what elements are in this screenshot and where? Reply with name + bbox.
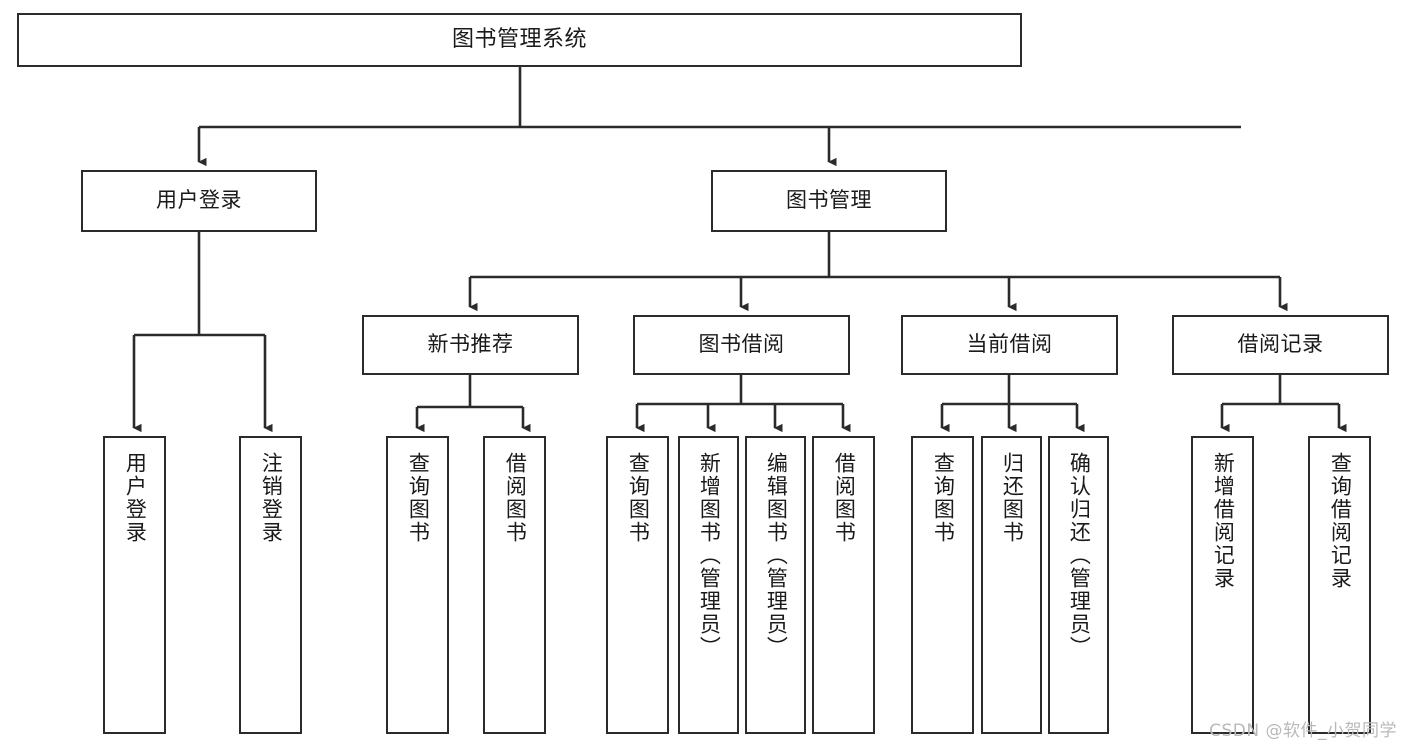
leaf-record-query-borrow-record[interactable]: 查询借阅记录 [1308,436,1371,734]
leaf-user-login-login[interactable]: 用户登录 [103,436,166,734]
node-label: 借阅图书 [832,452,857,544]
leaf-current-return-book[interactable]: 归还图书 [981,436,1042,734]
node-book-borrowing[interactable]: 图书借阅 [633,315,850,375]
node-label: 用户登录 [123,452,148,544]
leaf-new-book-query[interactable]: 查询图书 [386,436,449,734]
node-label: 图书借阅 [698,332,785,357]
leaf-user-login-logout[interactable]: 注销登录 [239,436,302,734]
node-label: 注销登录 [259,452,284,544]
leaf-borrow-query-book[interactable]: 查询图书 [606,436,669,734]
node-new-book-recommendation[interactable]: 新书推荐 [362,315,579,375]
node-label: 查询图书 [406,452,431,544]
leaf-record-add-borrow-record[interactable]: 新增借阅记录 [1191,436,1254,734]
node-current-borrowing[interactable]: 当前借阅 [901,315,1118,375]
node-root-library-system[interactable]: 图书管理系统 [17,13,1022,67]
leaf-current-confirm-return-admin[interactable]: 确认归还（管理员） [1048,436,1109,734]
node-label: 用户登录 [156,188,242,213]
node-label: 归还图书 [1000,452,1025,544]
node-label: 新增图书（管理员） [697,452,722,659]
node-label: 编辑图书（管理员） [764,452,789,659]
node-label: 借阅图书 [503,452,528,544]
csdn-watermark: CSDN @软件_小贺同学 [1209,721,1397,741]
node-label: 新增借阅记录 [1211,452,1236,590]
node-book-management[interactable]: 图书管理 [711,170,947,232]
leaf-borrow-borrow-book[interactable]: 借阅图书 [812,436,875,734]
leaf-current-query-book[interactable]: 查询图书 [911,436,974,734]
leaf-borrow-add-book-admin[interactable]: 新增图书（管理员） [678,436,739,734]
node-label: 新书推荐 [427,332,514,357]
node-user-login[interactable]: 用户登录 [81,170,317,232]
node-label: 借阅记录 [1237,332,1324,357]
node-label: 查询图书 [626,452,651,544]
node-borrow-records[interactable]: 借阅记录 [1172,315,1389,375]
node-label: 图书管理 [786,188,872,213]
node-label: 图书管理系统 [451,26,587,52]
node-label: 查询借阅记录 [1328,452,1353,590]
node-label: 查询图书 [931,452,956,544]
leaf-new-book-borrow[interactable]: 借阅图书 [483,436,546,734]
node-label: 确认归还（管理员） [1067,452,1092,659]
node-label: 当前借阅 [966,332,1053,357]
leaf-borrow-edit-book-admin[interactable]: 编辑图书（管理员） [745,436,806,734]
